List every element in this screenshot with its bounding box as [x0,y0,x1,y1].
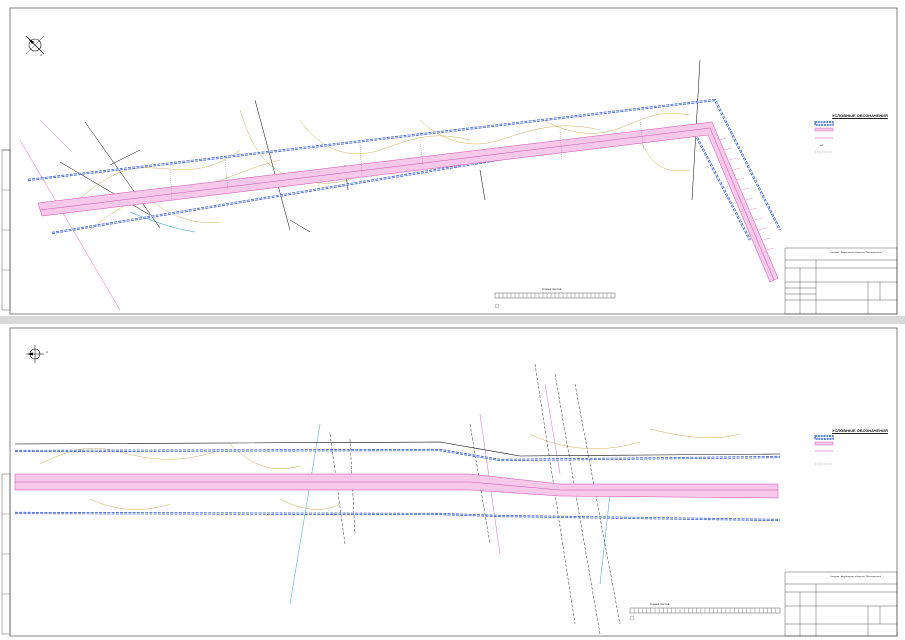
water-line [129,211,196,233]
sheet-separator [0,316,905,324]
legend-title: УСЛОВНЫЕ ОБОЗНАЧЕНИЯ [832,428,888,433]
title-block-2 [784,571,898,637]
limit-lines [19,119,121,311]
contour-lines [39,428,741,510]
boundary-upper [27,98,781,231]
limit-lines [479,383,561,555]
title-block-org: Заказчик - Акционерное общество "Мосводо… [830,252,882,254]
scale-label: Схема листов [650,602,670,606]
contour-lines [59,109,691,231]
north-arrow-1 [25,35,45,55]
title-block-1 [784,247,898,315]
legend-title: УСЛОВНЫЕ ОБОЗНАЧЕНИЯ [832,113,888,118]
boundary-lower [14,511,781,522]
scale-schema-1 [494,292,616,309]
north-label: С [40,53,43,57]
legend-1: +0 [814,121,834,153]
road-line [14,441,781,457]
drawing-sheet-2: Схема листов С УСЛОВНЫЕ ОБОЗНАЧЕНИЯ Зака… [0,324,905,640]
legend-2 [814,435,834,465]
cross-lines [329,363,621,635]
north-arrow-2 [26,345,44,363]
pipeline-axis [39,127,775,281]
pipeline-axis [15,481,778,491]
drawing-sheet-1: +0 Схема листов С УСЛОВНЫЕ ОБОЗНАЧЕНИЯ З… [0,0,905,316]
survey-lines [169,121,645,201]
north-label: С [46,350,49,354]
scale-label: Схема листов [542,287,562,291]
pipeline-corridor [14,473,779,499]
boundary-upper [14,448,781,462]
pipeline-corridor [37,121,779,283]
sheet-1-drawing: +0 [1,7,898,315]
svg-text:+0: +0 [820,144,823,147]
corridor-hatch [719,137,775,251]
scale-schema-2 [629,607,781,621]
sheet-2-drawing [1,327,898,637]
title-block-org: Заказчик - Акционерное общество "Мосводо… [830,576,882,578]
